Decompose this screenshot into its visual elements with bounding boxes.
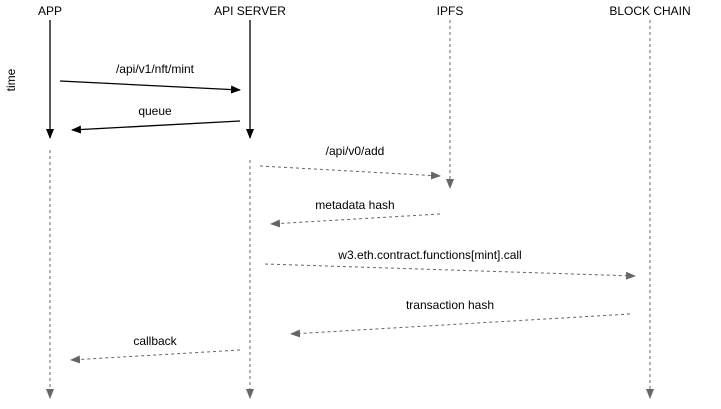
message-mint-request-label: /api/v1/nft/mint <box>116 62 195 76</box>
actor-app-label: APP <box>38 4 62 18</box>
message-callback-label: callback <box>133 334 177 348</box>
message-contract-call-label: w3.eth.contract.functions[mint].call <box>337 248 521 262</box>
message-callback-arrow <box>70 349 241 364</box>
message-contract-call-arrow <box>264 263 636 280</box>
message-metadata-hash-label: metadata hash <box>315 198 394 212</box>
message-queue-label: queue <box>138 104 172 118</box>
message-ipfs-add-arrow <box>259 165 441 180</box>
actor-ipfs-label: IPFS <box>437 4 464 18</box>
actor-api-server-label: API SERVER <box>214 4 286 18</box>
message-metadata-hash-arrow <box>270 213 441 228</box>
actor-blockchain-label: BLOCK CHAIN <box>609 4 690 18</box>
message-transaction-hash-arrow <box>290 313 631 338</box>
message-ipfs-add-label: /api/v0/add <box>326 144 385 158</box>
message-mint-request-arrow <box>59 80 241 94</box>
time-axis-label: time <box>4 68 18 91</box>
message-transaction-hash-label: transaction hash <box>406 298 494 312</box>
message-queue-arrow <box>71 120 241 134</box>
